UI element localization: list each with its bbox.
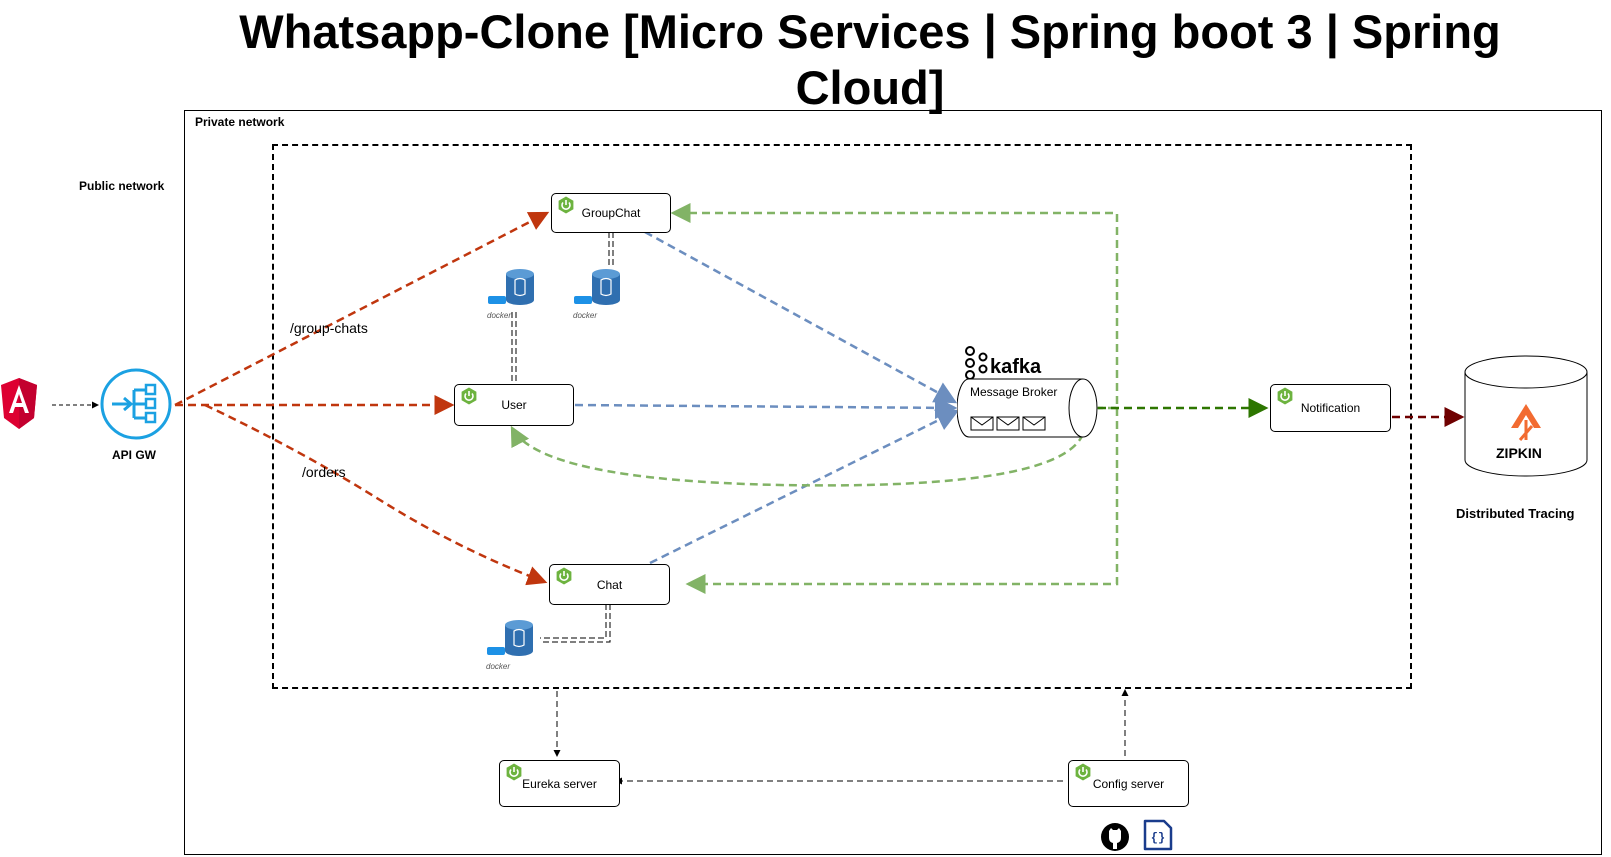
distributed-tracing-label: Distributed Tracing [1456,506,1575,521]
api-gateway-icon [100,368,172,445]
groupchat-to-kafka-link [644,230,958,404]
spring-boot-icon [460,387,478,405]
spring-boot-icon [1276,387,1294,405]
kafka-to-user-link [510,425,1085,487]
public-network-label: Public network [79,179,165,193]
zipkin-brand: ZIPKIN [1496,445,1542,461]
route-label-group-chats: /group-chats [290,320,368,336]
chat-service[interactable]: Chat [549,564,670,605]
kafka-brand: kafka [990,356,1042,378]
notification-service[interactable]: Notification [1270,384,1391,432]
message-broker-label: Message Broker [970,385,1058,399]
notification-service-label: Notification [1300,401,1361,415]
gateway-to-chat-route [204,403,548,586]
spring-boot-icon [1074,763,1092,781]
spring-boot-icon [505,763,523,781]
kafka-to-groupchat-link [670,203,1119,410]
db-badge-label: docker [573,311,598,320]
envelope-icon [996,416,1020,431]
message-broker-queue[interactable] [956,377,1099,444]
kafka-to-chat-link [685,408,1119,594]
angular-icon [0,377,38,436]
spring-boot-icon [557,196,575,214]
postgres-docker-icon [574,268,624,321]
config-server[interactable]: Config server [1068,760,1189,807]
zipkin-icon [1511,404,1541,441]
chat-to-kafka-link [649,409,960,565]
zipkin-datastore[interactable] [1463,354,1589,485]
user-service[interactable]: User [454,384,574,426]
api-gateway-label: API GW [112,448,156,462]
envelope-icon [1022,416,1046,431]
chat-service-label: Chat [596,577,623,592]
json-file-icon: {} [1142,818,1174,857]
spring-boot-icon [555,567,573,585]
private-network-label: Private network [195,115,285,129]
gateway-to-groupchat-route [174,211,550,407]
route-label-orders: /orders [302,464,346,480]
db-badge-label: docker [487,311,512,320]
github-icon [1100,822,1130,857]
eureka-server[interactable]: Eureka server [499,760,620,807]
postgres-docker-icon [488,268,538,321]
groupchat-service[interactable]: GroupChat [551,193,671,233]
config-server-label: Config server [1092,776,1165,791]
user-service-label: User [501,398,527,412]
diagram-title: Whatsapp-Clone [Micro Services | Spring … [239,5,1501,114]
groupchat-service-label: GroupChat [581,206,641,220]
postgres-docker-icon [487,619,537,672]
svg-text:{}: {} [1151,831,1165,845]
eureka-server-label: Eureka server [522,776,597,791]
db-badge-label: docker [486,662,511,671]
user-to-kafka-link [574,396,958,420]
envelope-icon [970,416,994,431]
